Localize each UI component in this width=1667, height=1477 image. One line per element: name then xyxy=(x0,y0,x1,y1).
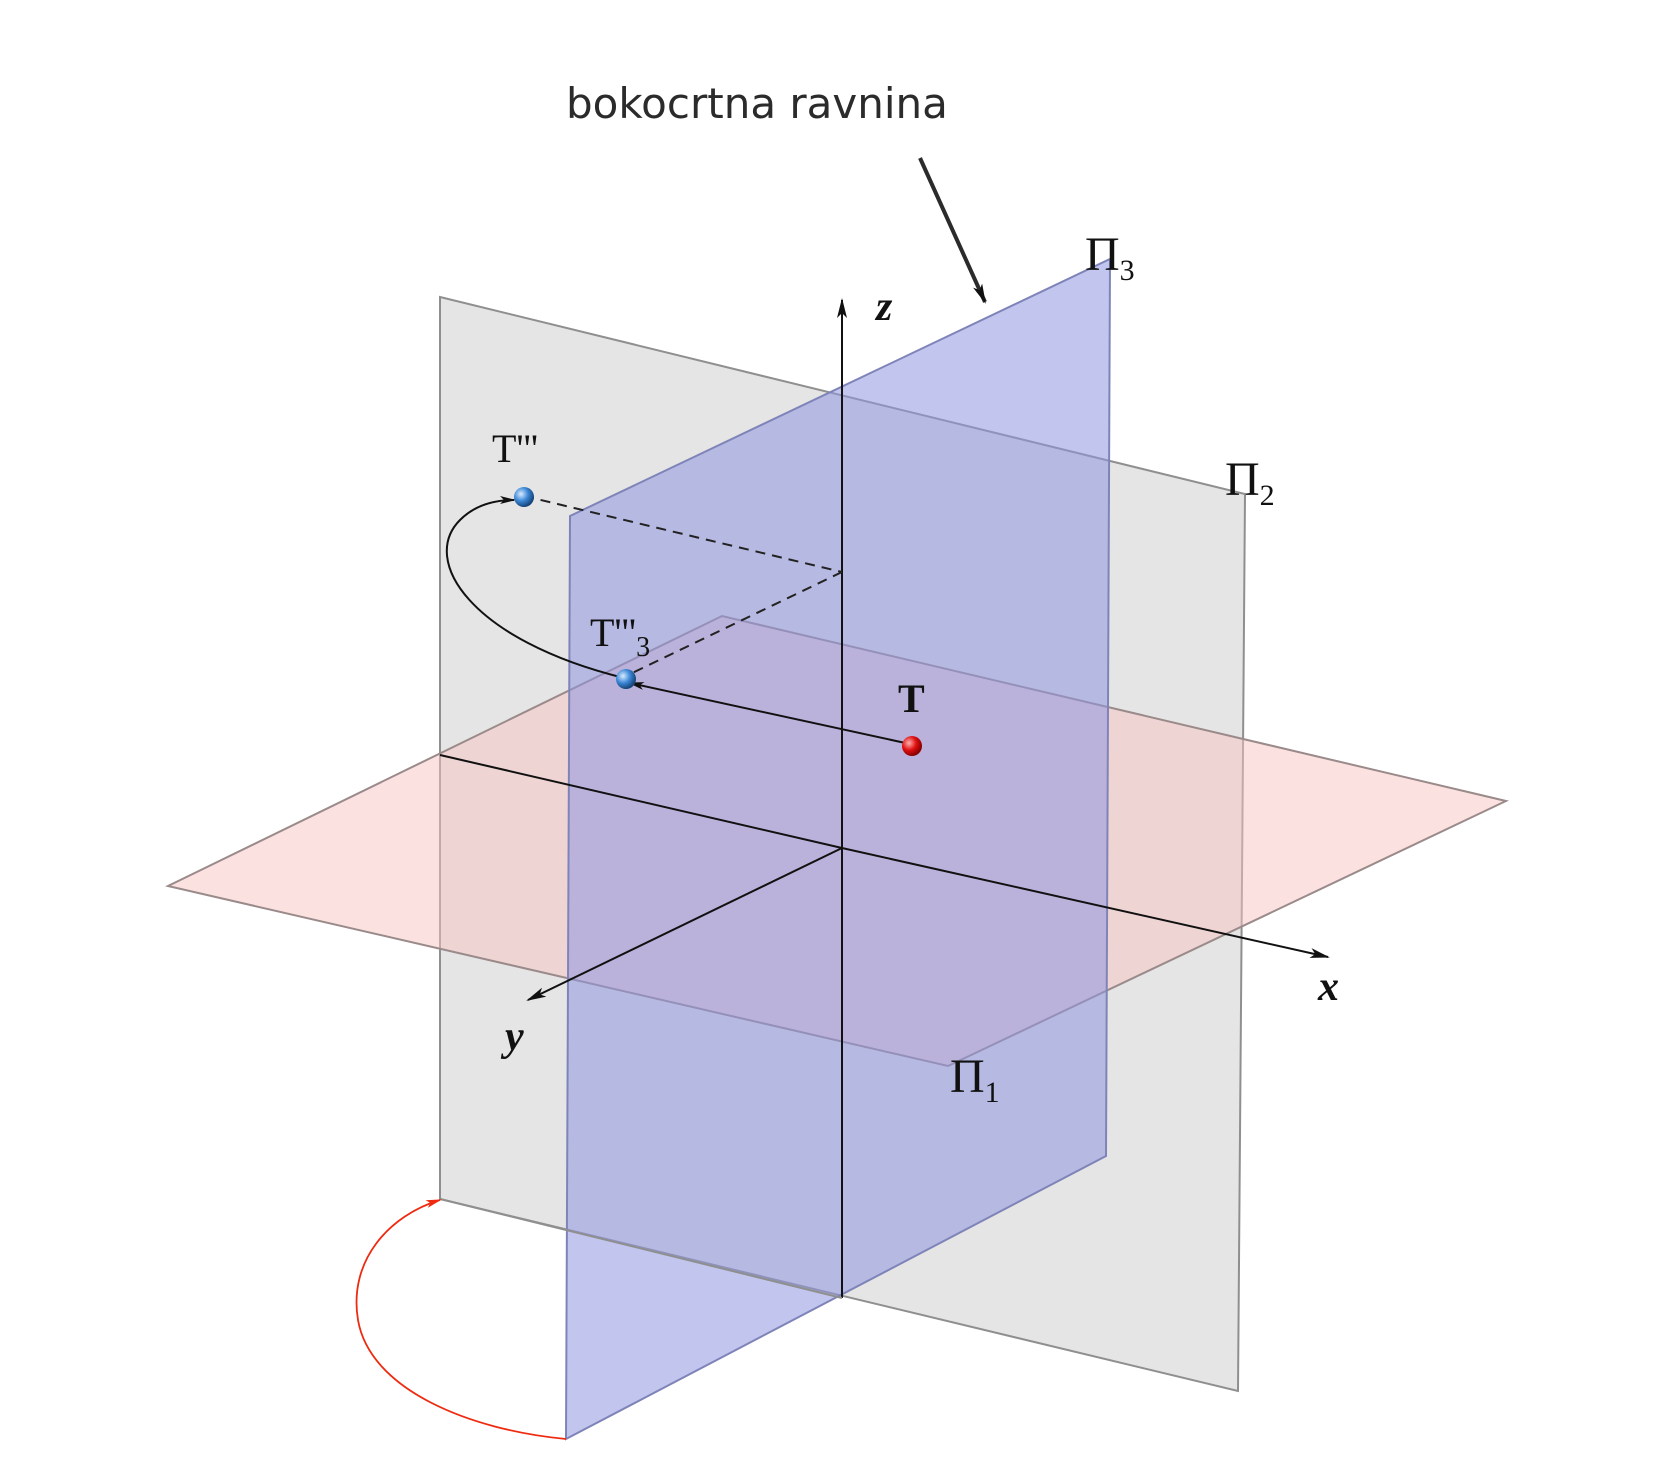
point-t xyxy=(902,736,922,756)
dashed-line-z-to-t3 xyxy=(625,571,843,677)
label-point-t-ppp: T''' xyxy=(492,426,538,471)
label-pi3: Π3 xyxy=(1085,228,1135,287)
pi1-pi2-intersection-left xyxy=(439,754,843,849)
rotation-arc-plane xyxy=(355,1199,567,1440)
projection-arrow xyxy=(628,682,911,745)
dashed-line-tppp-to-z xyxy=(523,495,843,573)
label-point-t-ppp-3: T'''3 xyxy=(590,610,650,663)
callout-arrow xyxy=(918,157,987,304)
point-t-ppp-3 xyxy=(616,669,636,689)
label-x-axis: x xyxy=(1317,964,1339,1010)
pi2-pi3-bottom-edge xyxy=(439,1198,843,1299)
point-t-ppp xyxy=(514,487,534,507)
y-axis xyxy=(526,847,843,1001)
x-axis xyxy=(841,847,1330,958)
callout-label: bokocrtna ravnina xyxy=(566,79,948,128)
label-pi1: Π1 xyxy=(950,1050,1000,1109)
label-z-axis: z xyxy=(874,284,893,330)
rotation-arc-point xyxy=(445,496,625,679)
label-pi2: Π2 xyxy=(1225,453,1275,512)
label-point-t: T xyxy=(898,676,925,721)
